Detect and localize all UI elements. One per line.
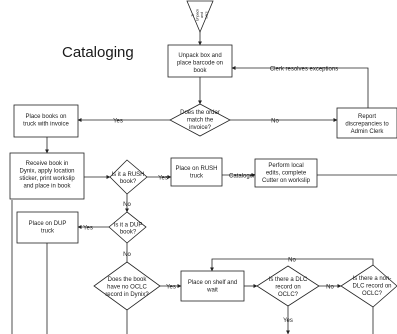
edge-label-clerk-resolves: Clerk resolves exceptions — [270, 67, 338, 73]
node-match-line-2: match the — [187, 118, 214, 124]
node-rush-decision: Is it a RUSH book? — [109, 159, 148, 195]
edge-label-no-oclc-yes: Yes — [166, 285, 176, 291]
node-non-dlc-line-2: DLC record on — [352, 284, 391, 290]
node-start-line-3: and — [200, 12, 204, 18]
node-rush-truck-line-2: truck — [190, 174, 204, 180]
node-no-oclc-line-1: Does the book — [108, 277, 148, 283]
node-dup-decision: Is it a DUP book? — [108, 211, 147, 244]
node-match-line-1: Does the order — [180, 110, 220, 116]
node-place-truck-line-2: truck with invoice — [23, 122, 69, 128]
node-dlc-line-2: record on — [275, 285, 300, 291]
edge-label-rush-yes: Yes — [158, 176, 168, 182]
node-dlc-decision: Is there a DLC record on OCLC? — [256, 265, 320, 307]
node-unpack-line-1: Unpack box and — [178, 53, 221, 59]
node-non-dlc-line-3: OCLC? — [362, 291, 383, 297]
node-local-edits-line-3: Cutter on workslip — [262, 178, 311, 184]
node-receive-line-1: Receive book in — [26, 161, 69, 167]
node-dup-truck-line-2: truck — [41, 229, 55, 235]
node-match-decision: Does the order match the invoice? — [169, 103, 231, 137]
node-dlc-line-3: OCLC? — [278, 292, 299, 298]
node-dup-line-2: book? — [120, 230, 137, 236]
diagram-title: Cataloging — [62, 44, 134, 61]
edge-label-dlc-yes: Yes — [283, 318, 293, 324]
node-no-oclc-decision: Does the book have no OCLC record in Dyn… — [93, 261, 161, 311]
edge-label-match-no: No — [271, 119, 279, 125]
node-start-line-2: Unpack — [196, 9, 200, 21]
node-rush-truck: Place on RUSH truck — [170, 157, 223, 187]
edge-label-cataloger: Cataloger — [229, 174, 255, 180]
edge-label-dlc-no: No — [326, 285, 334, 291]
node-place-truck-invoice: Place books on truck with invoice — [13, 104, 79, 138]
edge-label-match-yes: Yes — [113, 119, 123, 125]
node-dup-truck: Place on DUP truck — [16, 211, 79, 244]
node-report: Report discrepancies to Admin Clerk — [336, 107, 397, 139]
edge-label-non-dlc-no: No — [288, 258, 296, 264]
node-place-truck-line-1: Place books on — [25, 114, 66, 120]
node-dup-truck-line-1: Place on DUP — [29, 221, 67, 227]
node-shelf-line-2: wait — [206, 288, 218, 294]
node-start: Tr Unpack and bars — [186, 0, 214, 34]
node-shelf: Place on shelf and wait — [180, 270, 245, 302]
node-receive: Receive book in Dynix, apply location st… — [9, 152, 85, 200]
node-unpack: Unpack box and place barcode on book — [167, 44, 233, 78]
node-no-oclc-line-2: have no OCLC — [107, 285, 147, 291]
node-unpack-line-3: book — [193, 68, 207, 74]
node-start-line-4: bars — [205, 11, 209, 18]
node-no-oclc-line-3: record in Dynix? — [105, 292, 149, 298]
node-receive-line-4: and place in book — [23, 184, 71, 190]
node-receive-line-3: sticker, print workslip — [19, 176, 75, 182]
node-local-edits: Perform local edits, complete Cutter on … — [254, 158, 318, 188]
node-non-dlc-line-1: Is there a non- — [353, 276, 392, 282]
node-unpack-line-2: place barcode on — [177, 61, 223, 67]
node-dlc-line-1: Is there a DLC — [269, 277, 308, 283]
node-non-dlc-decision: Is there a non- DLC record on OCLC? — [340, 264, 397, 308]
node-report-line-3: Admin Clerk — [351, 129, 385, 135]
edge-label-dup-no: No — [123, 252, 131, 258]
node-dup-line-1: Is it a DUP — [114, 223, 143, 229]
node-rush-line-1: Is it a RUSH — [111, 172, 144, 178]
node-receive-line-2: Dynix, apply location — [19, 169, 74, 175]
node-report-line-2: discrepancies to — [345, 122, 389, 128]
node-local-edits-line-1: Perform local — [268, 163, 303, 169]
edge-label-rush-no: No — [123, 202, 131, 208]
node-shelf-line-1: Place on shelf and — [188, 280, 237, 286]
node-start-line-1: Tr — [191, 13, 195, 17]
edge-label-dup-yes: Yes — [83, 226, 93, 232]
node-match-line-3: invoice? — [189, 125, 212, 131]
edge-non-dlc-no — [210, 258, 374, 272]
node-report-line-1: Report — [358, 114, 376, 120]
node-rush-line-2: book? — [120, 179, 137, 185]
node-rush-truck-line-1: Place on RUSH — [175, 166, 217, 172]
edge-clerk-resolves — [231, 66, 369, 108]
node-local-edits-line-2: edits, complete — [266, 171, 307, 177]
